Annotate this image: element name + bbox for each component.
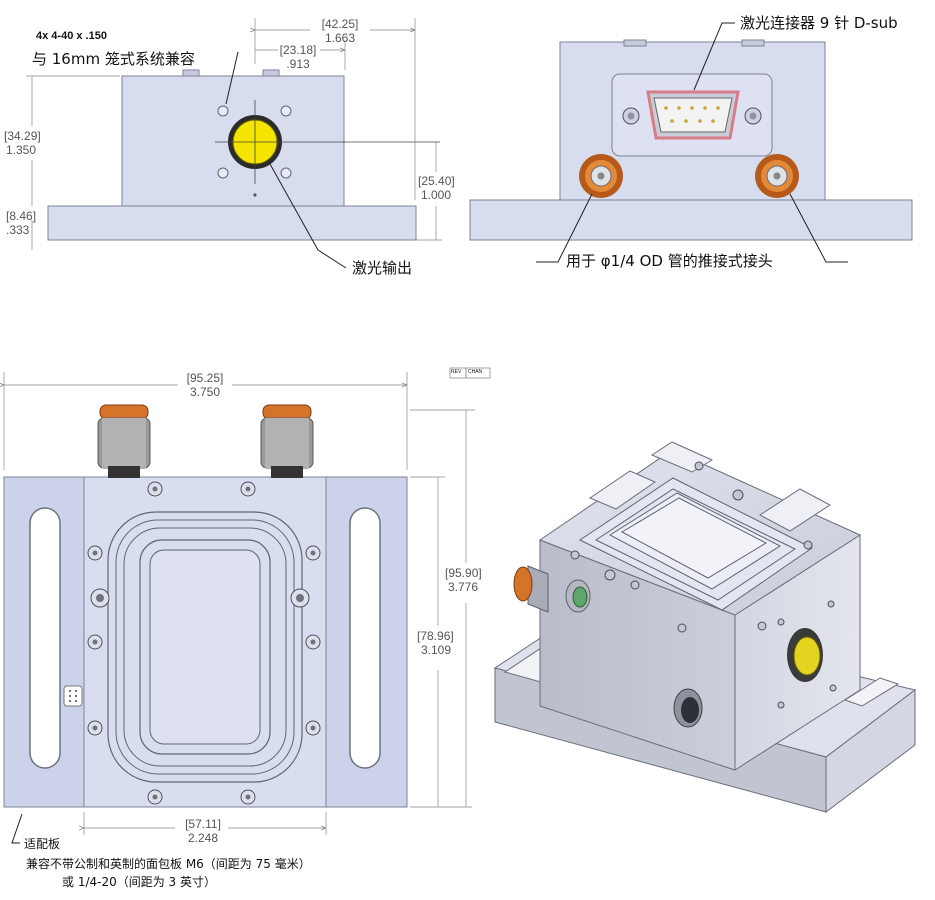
lid-screws xyxy=(87,481,321,805)
front-note-cage: 与 16mm 笼式系统兼容 xyxy=(32,50,195,68)
cage-hole xyxy=(217,167,229,179)
dim-body-height-in: 3.109 xyxy=(421,643,452,657)
leader-fitting-right xyxy=(789,193,848,263)
top-view xyxy=(4,367,491,844)
dim-offset-in: .913 xyxy=(286,57,310,71)
fitting-label: 用于 φ1/4 OD 管的推接式接头 xyxy=(566,252,773,270)
leader-laser xyxy=(269,163,347,269)
dim-total-height-mm: [95.90] xyxy=(445,566,482,580)
breadboard-note-1: 兼容不带公制和英制的面包板 M6（间距为 75 毫米） xyxy=(26,857,311,871)
back-view xyxy=(469,22,913,263)
back-base xyxy=(469,199,913,241)
leader-fitting-left xyxy=(536,193,593,263)
adapter-label: 适配板 xyxy=(24,837,61,851)
dim-total-width-mm: [95.25] xyxy=(186,371,224,385)
dim-total-height-in: 3.776 xyxy=(448,580,479,594)
rev-label: REV xyxy=(451,369,462,375)
slot xyxy=(29,507,61,769)
dim-height-mm: [34.29] xyxy=(4,129,41,143)
dim-body-width-in: 2.248 xyxy=(187,831,219,845)
front-view xyxy=(26,18,442,269)
slot xyxy=(349,507,381,769)
dim-width-mm: [42.25] xyxy=(321,17,359,31)
dim-base-mm: [8.46] xyxy=(6,209,37,223)
leader-cage xyxy=(225,51,239,105)
dim-axis-in: 1.000 xyxy=(421,188,452,202)
front-base xyxy=(47,205,417,241)
isometric-view xyxy=(493,441,917,814)
dim-height-in: 1.350 xyxy=(6,143,37,157)
chan-label: CHAN xyxy=(468,369,483,375)
breadboard-note-2: 或 1/4-20（间距为 3 英寸） xyxy=(62,875,216,889)
connector-label: 激光连接器 9 针 D-sub xyxy=(740,14,898,32)
leader-adapter xyxy=(11,813,23,844)
dim-body-height-mm: [78.96] xyxy=(417,629,454,643)
dim-total-width-in: 3.750 xyxy=(189,385,221,399)
dim-offset-mm: [23.18] xyxy=(279,43,317,57)
cage-hole xyxy=(217,105,229,117)
dim-base-in: .333 xyxy=(6,223,30,237)
laser-output-label: 激光输出 xyxy=(352,259,413,277)
leader-connector xyxy=(693,22,735,91)
cage-hole xyxy=(280,167,292,179)
front-note-thread: 4x 4-40 x .150 xyxy=(36,30,107,42)
dim-body-width-mm: [57.11] xyxy=(185,817,221,831)
cage-hole xyxy=(280,105,292,117)
dim-axis-mm: [25.40] xyxy=(418,174,455,188)
dim-width-in: 1.663 xyxy=(324,31,356,45)
